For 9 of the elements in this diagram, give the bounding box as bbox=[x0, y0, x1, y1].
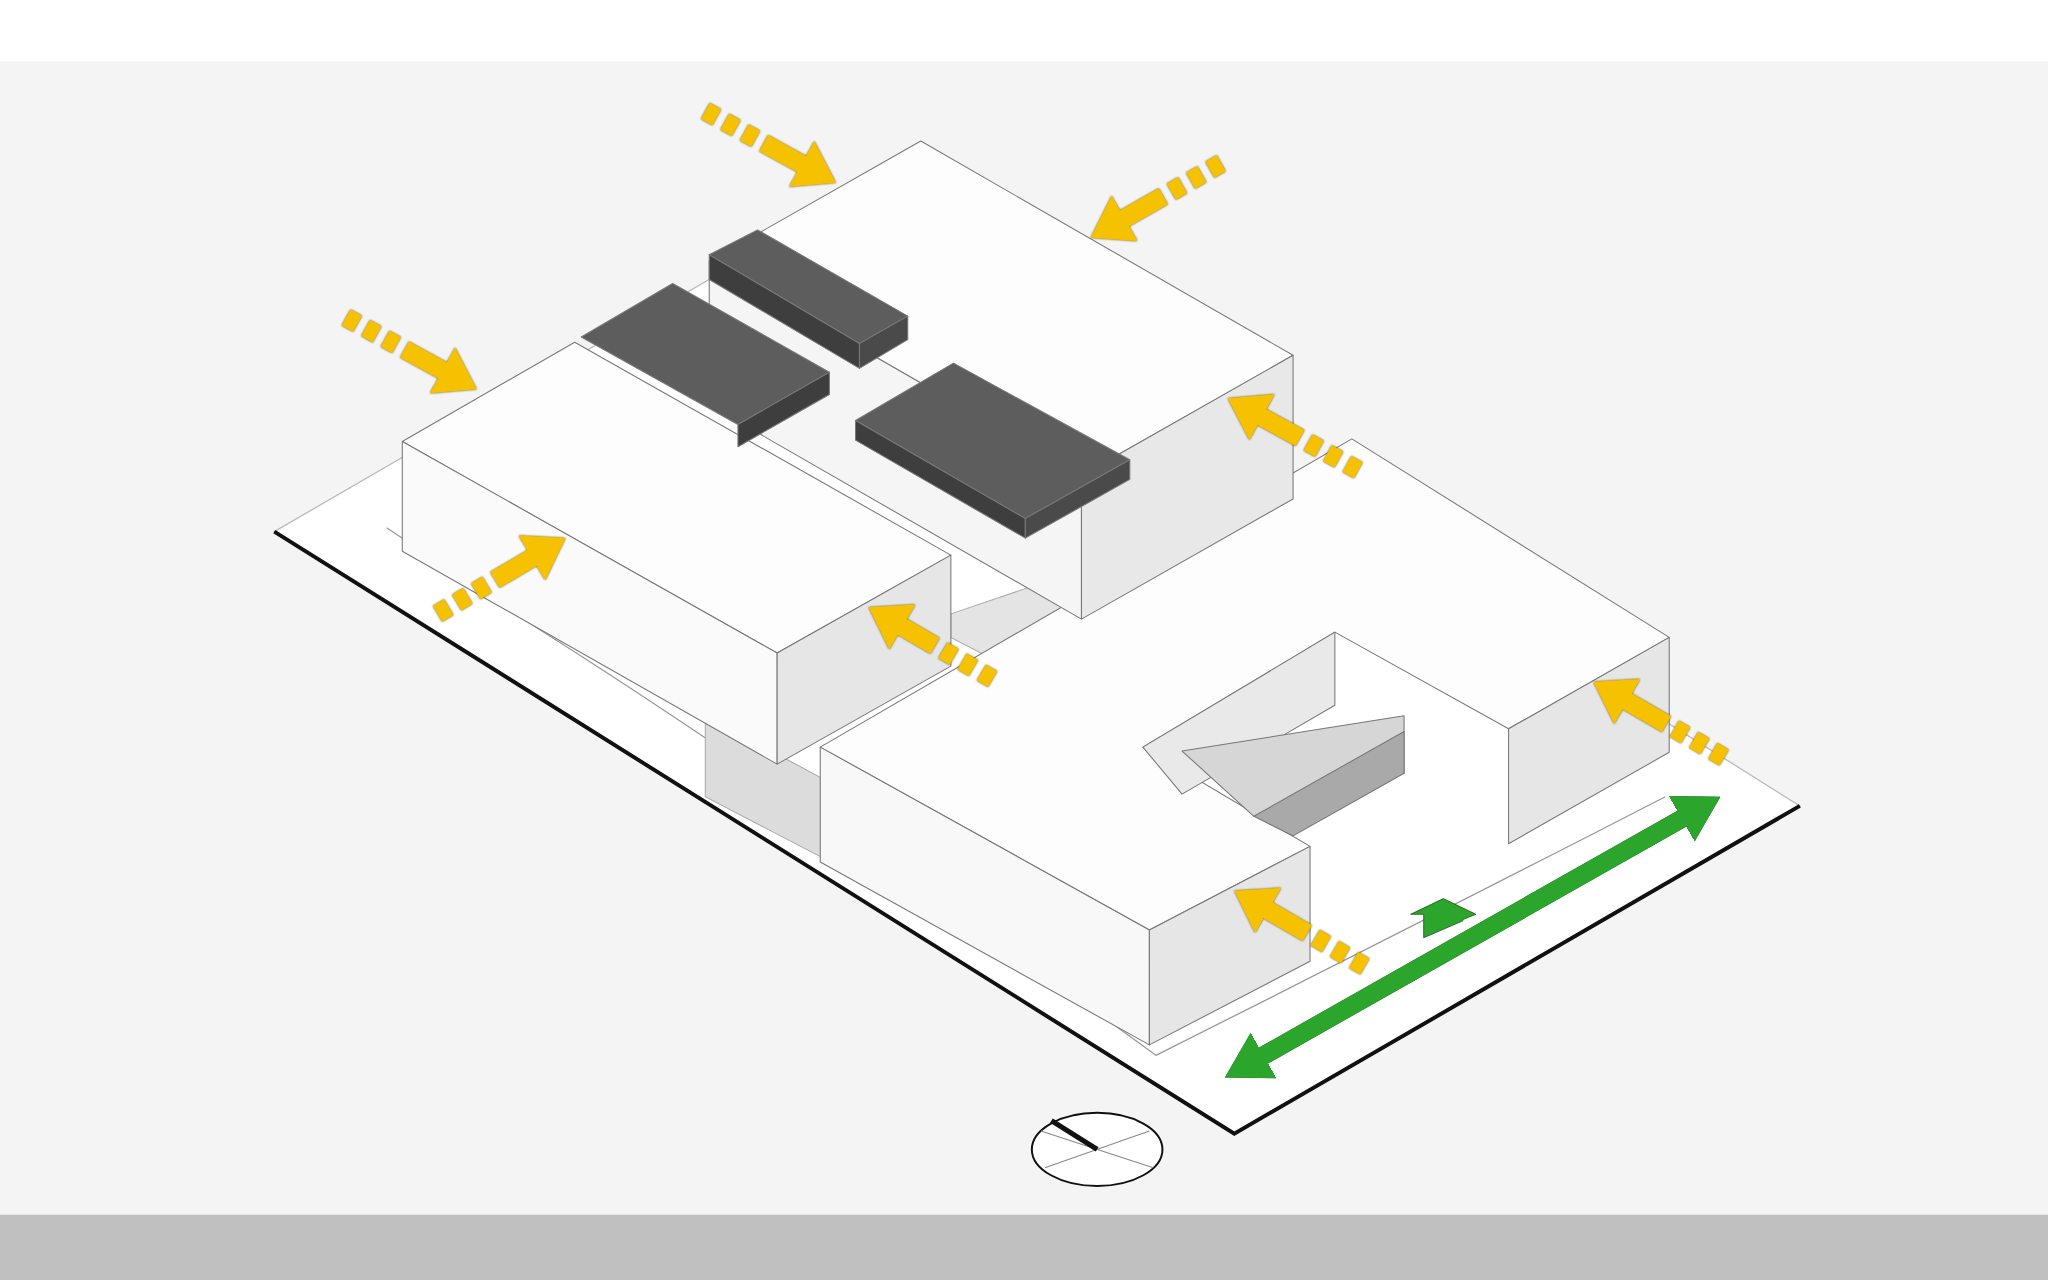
entrance-arrow bbox=[432, 535, 566, 622]
building-block bbox=[401, 282, 952, 765]
entrance-arrow bbox=[1090, 155, 1226, 241]
entrance-arrow bbox=[341, 309, 477, 394]
entrance-arrow bbox=[700, 103, 836, 187]
building-block bbox=[819, 438, 1670, 1046]
entrance-arrow bbox=[1227, 394, 1363, 479]
entrance-arrow bbox=[1234, 887, 1370, 975]
entrance-arrow bbox=[1593, 678, 1729, 766]
